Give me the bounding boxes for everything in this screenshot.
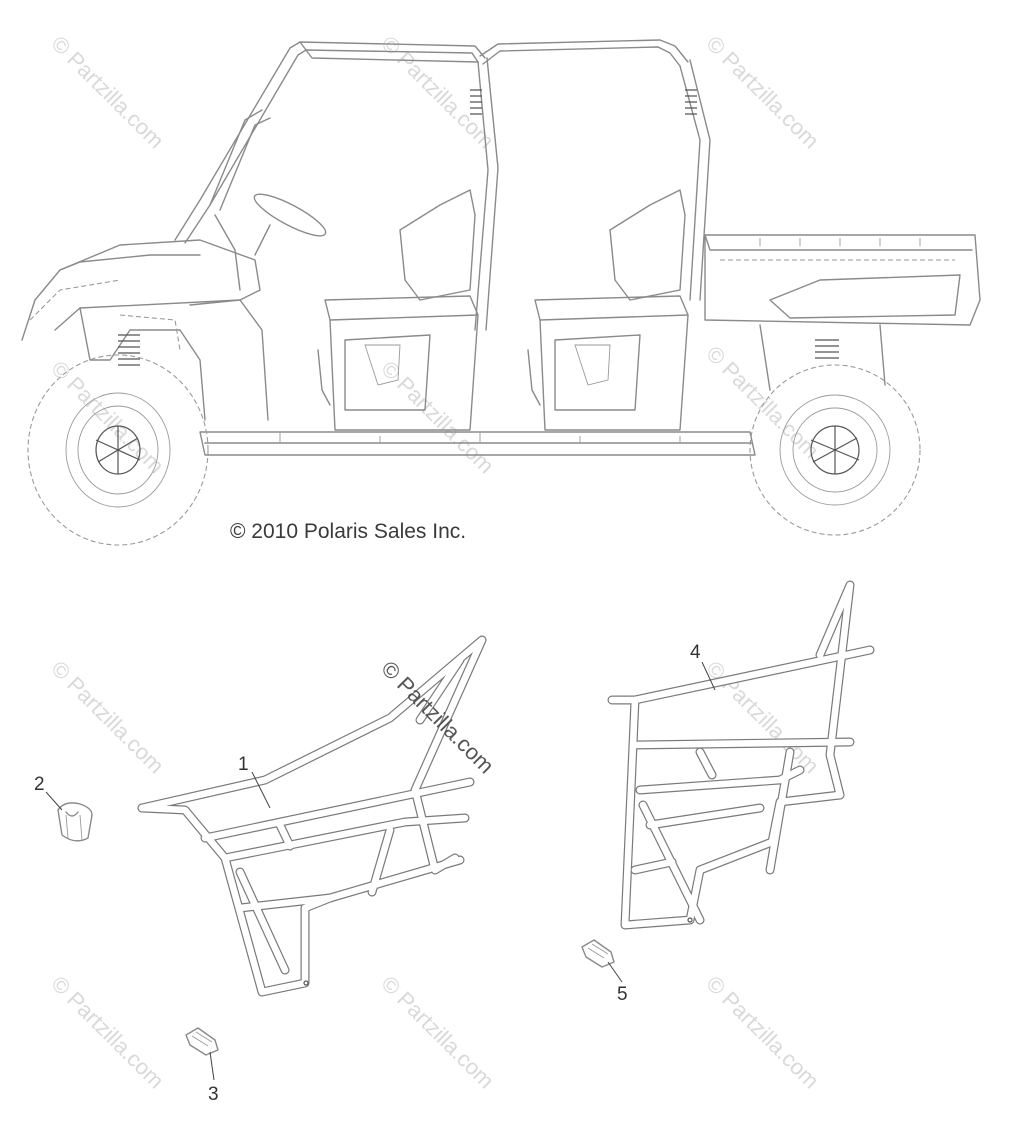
part-1-front-door-frame bbox=[137, 635, 487, 997]
callout-4: 4 bbox=[690, 642, 716, 691]
watermark: © Partzilla.com bbox=[376, 971, 499, 1094]
callout-label: 4 bbox=[690, 642, 701, 663]
vehicle-drawing bbox=[21, 39, 981, 546]
watermark: © Partzilla.com bbox=[701, 971, 824, 1094]
part-5-latch bbox=[581, 939, 615, 968]
callout-label: 3 bbox=[208, 1084, 219, 1105]
callout-1: 1 bbox=[238, 754, 271, 809]
callout-3: 3 bbox=[208, 1051, 219, 1105]
watermark: © Partzilla.com bbox=[46, 31, 169, 154]
callout-label: 2 bbox=[34, 774, 45, 795]
watermark: © Partzilla.com bbox=[701, 341, 824, 464]
part-4-rear-door-frame bbox=[607, 580, 875, 930]
watermark: © Partzilla.com bbox=[701, 31, 824, 154]
part-2-clip bbox=[57, 802, 93, 842]
copyright-text: © 2010 Polaris Sales Inc. bbox=[230, 520, 466, 543]
callout-5: 5 bbox=[607, 961, 628, 1005]
watermark: © Partzilla.com bbox=[46, 656, 169, 779]
callout-label: 5 bbox=[617, 984, 628, 1005]
callout-label: 1 bbox=[238, 754, 249, 775]
watermark: © Partzilla.com bbox=[376, 356, 499, 479]
watermark: © Partzilla.com bbox=[46, 356, 169, 479]
callout-2: 2 bbox=[34, 774, 63, 811]
watermark: © Partzilla.com bbox=[46, 971, 169, 1094]
part-3-latch bbox=[185, 1027, 219, 1056]
